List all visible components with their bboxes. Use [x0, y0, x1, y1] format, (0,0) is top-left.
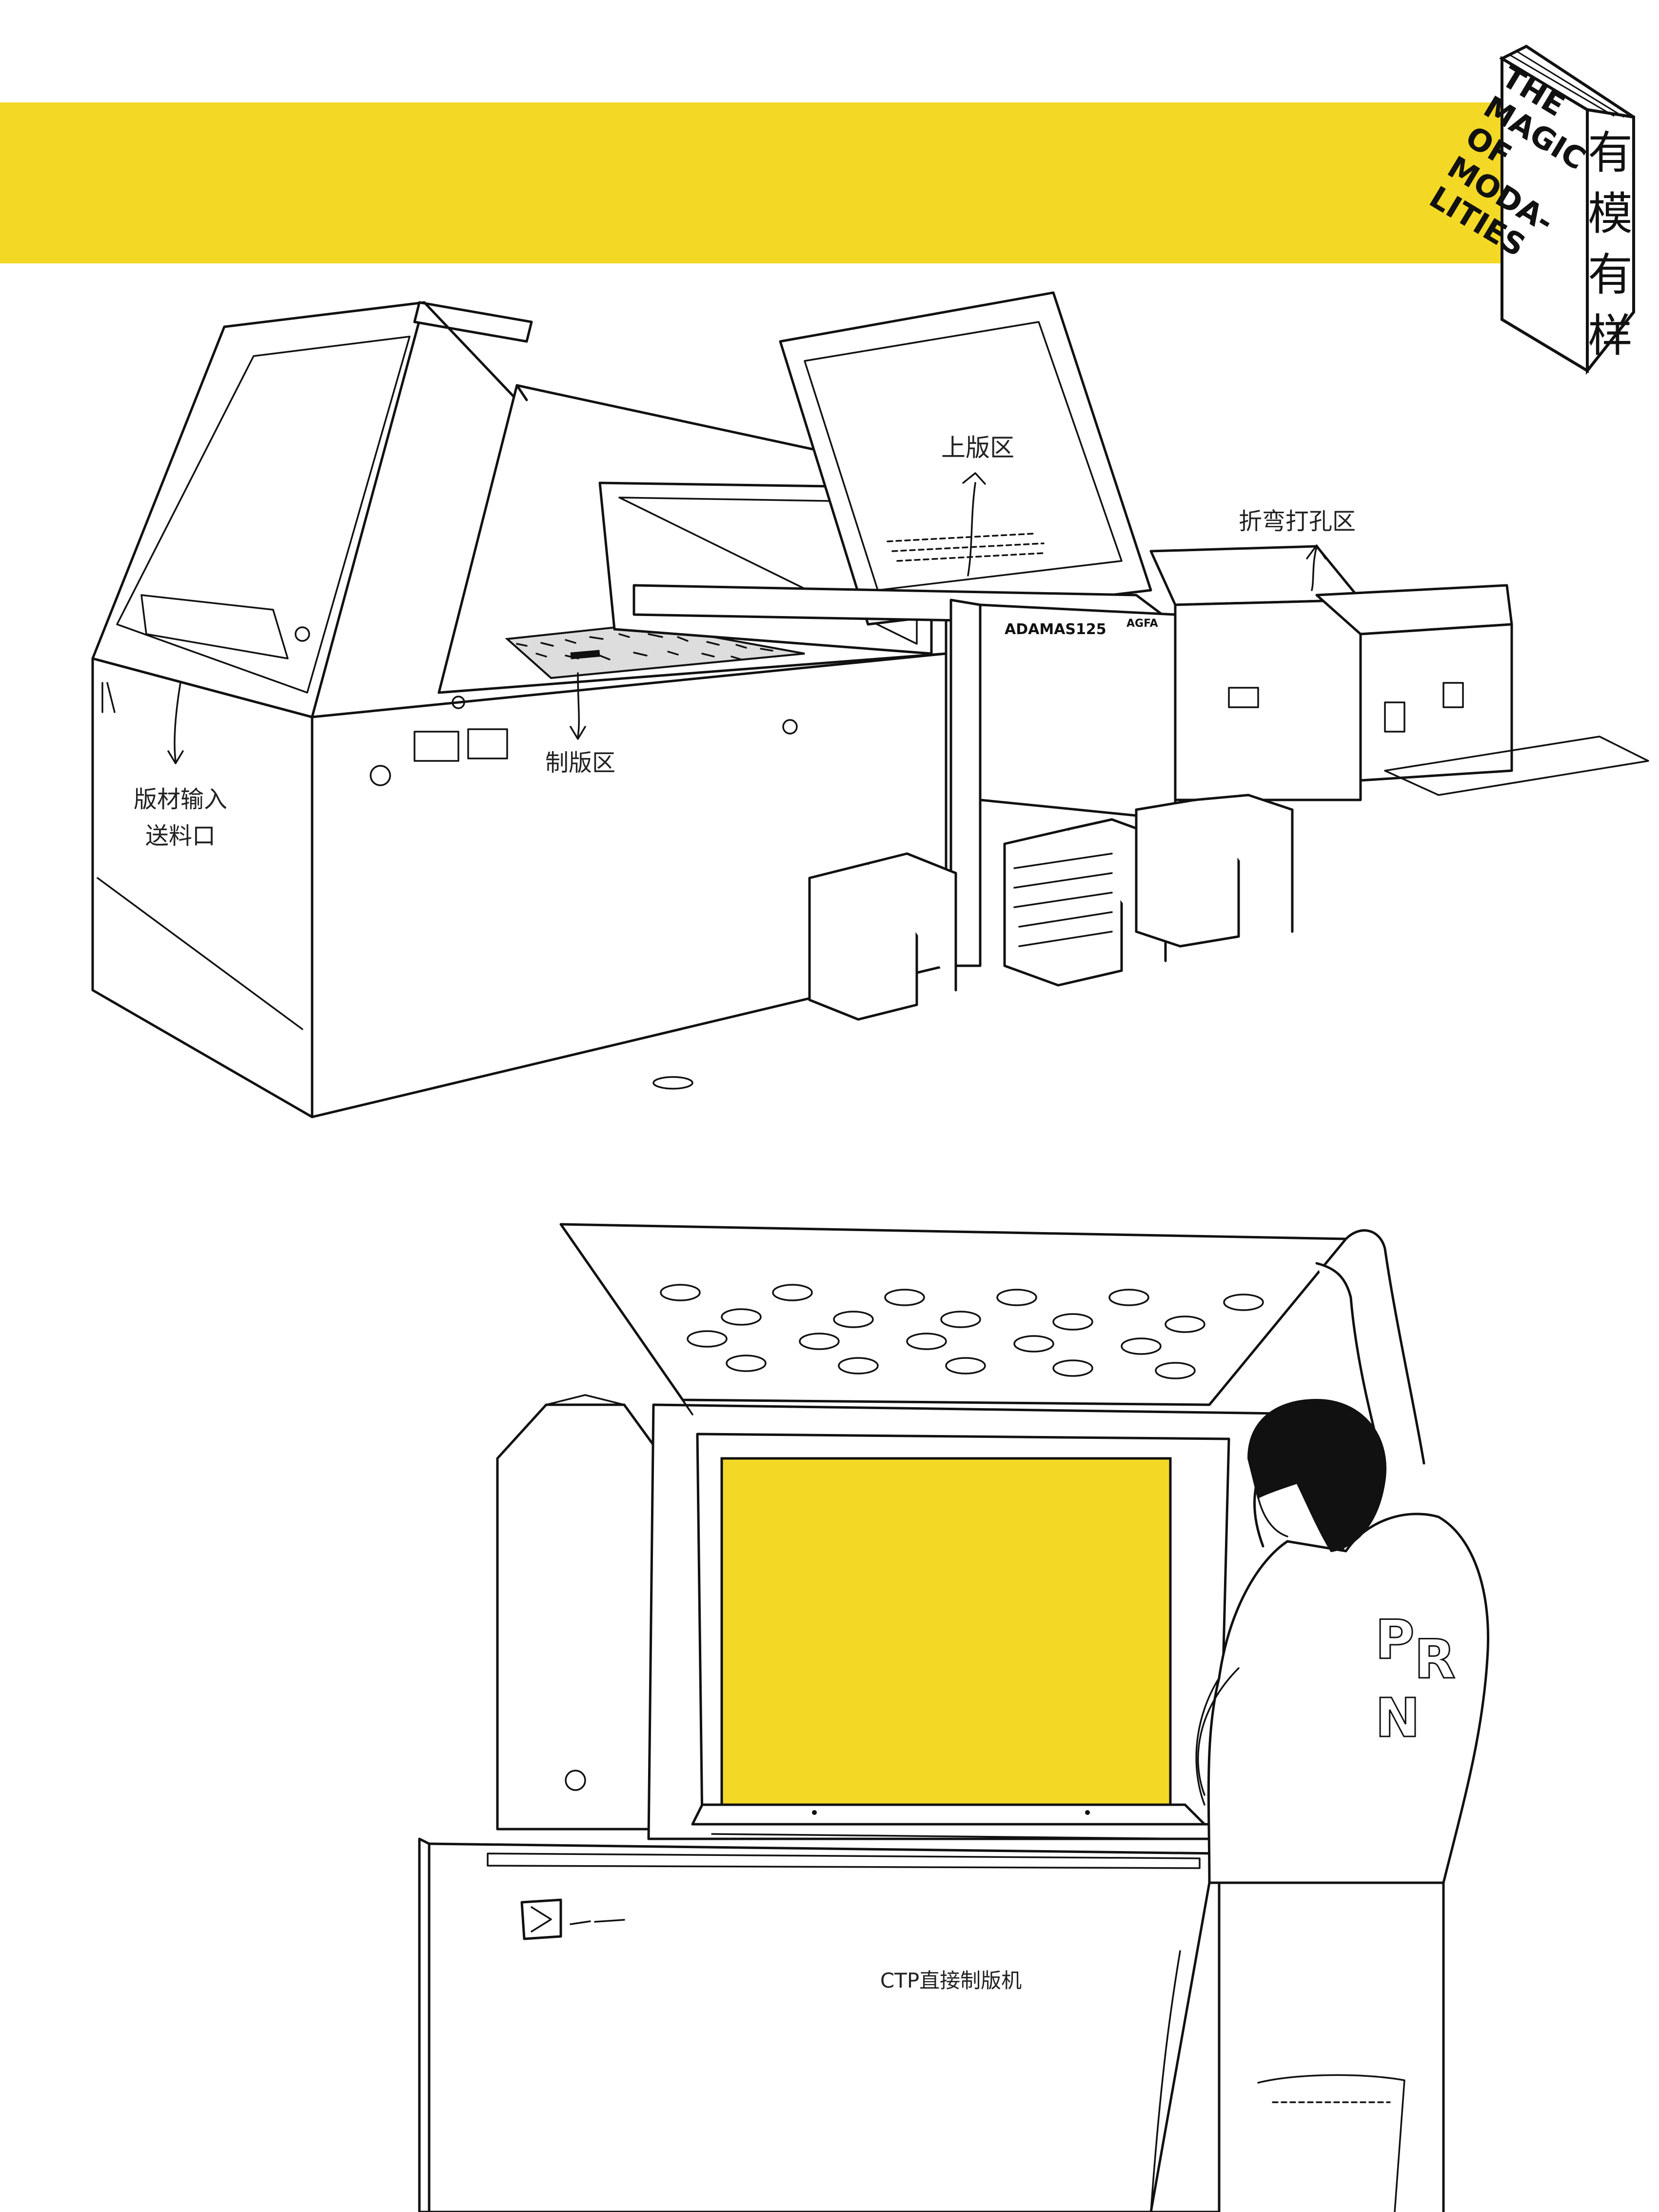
brand-mark: AGFA	[1126, 618, 1158, 630]
operator-hair	[1247, 1398, 1387, 1553]
label-imaging-area: 制版区	[545, 749, 615, 777]
shirt-letter: N	[1375, 1687, 1420, 1749]
brand-cn-char: 样	[1588, 310, 1633, 362]
processor-unit: ADAMAS125 AGFA	[598, 291, 1177, 967]
label-bending-punching: 折弯打孔区	[1239, 508, 1356, 535]
brand-cn-char: 有	[1588, 127, 1633, 179]
label-plate-loading: 上版区	[941, 434, 1014, 462]
brand-book-logo: THE MAGIC OF MODA- LITIES 有 模 有 样	[1423, 44, 1635, 375]
shirt-letter: P	[1375, 1609, 1415, 1671]
label-feed-line1: 版材输入	[134, 786, 227, 813]
ctp-caption: CTP直接制版机	[880, 1969, 1022, 1993]
leader-arrows	[167, 472, 1326, 764]
ctp-machine-illustration: CTP直接制版机	[418, 1223, 1490, 2212]
platesetter-line-illustration: ADAMAS125 AGFA	[91, 291, 1649, 1118]
ctp-cabinet	[428, 1842, 1221, 2212]
ctp-lid	[559, 1223, 1347, 1406]
bending-punching-unit	[1149, 545, 1649, 833]
shirt-letter: R	[1414, 1628, 1456, 1691]
knob-icon	[565, 1770, 586, 1791]
operator-figure: P R N	[1149, 1229, 1490, 2212]
model-mark: ADAMAS125	[1005, 621, 1106, 638]
chemistry-canisters	[808, 794, 1294, 1021]
label-feed-line2: 送料口	[145, 822, 216, 850]
imaging-bed	[505, 623, 805, 679]
brand-cn-char: 有	[1588, 249, 1633, 301]
yellow-plate	[720, 1457, 1172, 1806]
yellow-header-banner	[0, 102, 1502, 263]
operator-shirt	[1207, 1513, 1490, 1884]
brand-cn-char: 模	[1588, 188, 1633, 240]
lid-vacuum-holes	[660, 1284, 1264, 1379]
kodak-logo-icon	[520, 1898, 562, 1940]
